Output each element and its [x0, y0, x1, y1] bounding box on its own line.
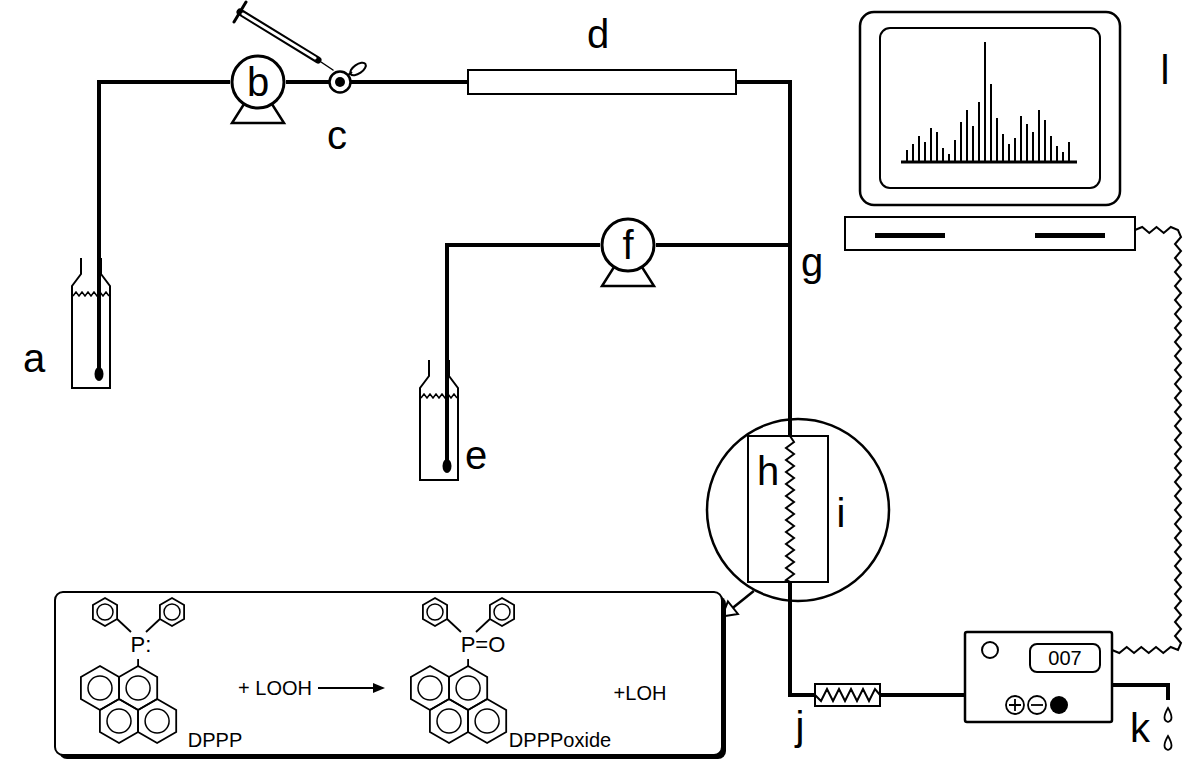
node-text: k — [1130, 708, 1150, 748]
flow-tube — [286, 82, 329, 83]
node-text: b — [247, 62, 269, 102]
cooling-coil: j — [815, 684, 880, 706]
reaction-coil: h — [748, 436, 828, 582]
flow-tube — [736, 82, 790, 436]
outlet-drops — [1112, 685, 1172, 750]
detector-display: 007 — [1030, 644, 1100, 672]
node-text: DPPPoxide — [509, 730, 611, 750]
node-text: DPPP — [188, 730, 242, 750]
column: d — [468, 70, 736, 94]
reaction-inset: P: DPPP + LOOH P=O DPPPoxide +LOH — [55, 592, 722, 755]
callout-letter: g — [801, 242, 823, 282]
solvent-bottle: a — [72, 258, 110, 388]
reagent-bottle: e — [420, 360, 458, 480]
node-text: i — [837, 493, 846, 533]
node-text: a — [23, 338, 45, 378]
node-text: h — [757, 451, 779, 491]
node-text: 007 — [1048, 648, 1081, 668]
node-text: l — [1161, 50, 1170, 90]
flow-tube — [880, 695, 965, 696]
pump: f — [600, 217, 656, 287]
flow-tube — [99, 82, 230, 258]
inset-shape — [55, 592, 722, 755]
molecule-structure — [81, 598, 537, 760]
injector: c — [329, 71, 351, 93]
node-text: d — [587, 14, 609, 54]
node-text: P: — [131, 634, 152, 656]
node-text: f — [622, 225, 633, 265]
node-text: P=O — [461, 634, 506, 656]
signal-cable — [1112, 227, 1181, 653]
computer: l — [845, 12, 1135, 250]
flow-tube — [351, 82, 468, 83]
bottle-shape — [72, 258, 110, 388]
node-text: c — [327, 115, 347, 155]
rect-shape — [468, 70, 736, 94]
monitor-shape — [845, 12, 1135, 250]
detector: k007 — [965, 632, 1112, 722]
injector-shape — [329, 71, 351, 93]
flow-tube — [656, 245, 790, 436]
pump: b — [230, 54, 286, 124]
node-text: e — [465, 435, 487, 475]
bottle-shape — [420, 360, 458, 480]
node-text: +LOH — [614, 683, 667, 703]
magnifier-circle: ih — [706, 418, 890, 602]
node-text: + LOOH — [238, 678, 312, 698]
node-text: j — [796, 706, 805, 746]
coilH-shape — [815, 684, 880, 706]
flow-tube — [447, 245, 600, 360]
zoom-arrow — [722, 591, 754, 617]
